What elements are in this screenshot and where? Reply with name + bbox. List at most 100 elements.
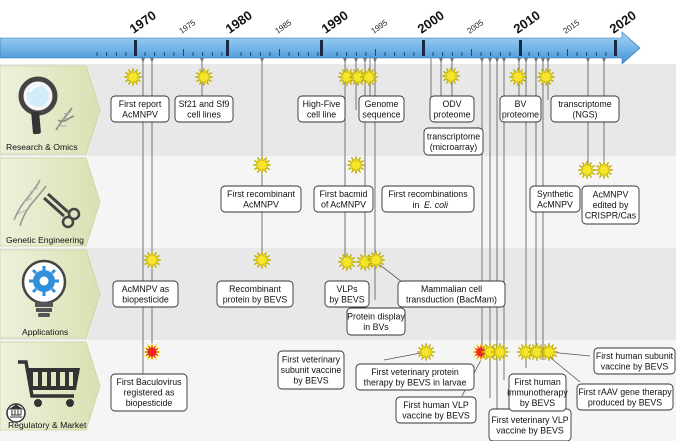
event-label-line: cell line: [307, 109, 336, 119]
year-label-major: 1970: [127, 8, 159, 37]
event-label-line: (NGS): [573, 109, 598, 119]
event-label-line: AcMNPV: [593, 190, 629, 200]
year-label-major: 2010: [511, 8, 543, 37]
event-label-line: biopesticide: [122, 294, 169, 304]
event-box-frame: [381, 185, 475, 213]
year-label-minor: 1975: [177, 18, 197, 36]
event-label-line: E. coli: [424, 200, 449, 210]
event-label-line: by BEVS: [329, 294, 364, 304]
event-box-frame: [581, 185, 640, 225]
event-label-line: First human subunit: [596, 351, 674, 361]
event-label-line: in: [413, 200, 420, 210]
yellow-star-icon: [577, 160, 597, 180]
event-label-line: VLPs: [336, 284, 358, 294]
event-label-line: proteome: [502, 109, 539, 119]
event-label-line: vaccine by BEVS: [402, 410, 470, 420]
lightbulb-gear-icon: [21, 259, 67, 317]
event-label-line: protein by BEVS: [223, 294, 288, 304]
event-box-frame: [110, 373, 188, 412]
year-marker: [150, 58, 154, 63]
event-box-frame: [355, 363, 475, 391]
year-marker: [546, 58, 550, 63]
event-label-line: transduction (BacMam): [406, 294, 497, 304]
event-box-frame: [112, 280, 179, 308]
event-label-line: CRISPR/Cas: [585, 211, 637, 221]
event-label-line: First recombinant: [227, 189, 296, 199]
year-label-major: 2000: [415, 8, 447, 37]
year-marker: [141, 58, 145, 63]
yellow-star-icon: [252, 155, 272, 175]
event-label-line: biopesticide: [126, 398, 173, 408]
event-label-line: AcMNPV: [243, 199, 279, 209]
event-label-line: AcMNPV: [122, 109, 158, 119]
event-box-transcriptome-microarray: transcriptome(microarray): [423, 127, 484, 156]
event-box-transcriptome-ngs: transcriptome(NGS): [550, 95, 620, 123]
year-markers: [141, 58, 606, 63]
yellow-star-icon: [359, 67, 379, 87]
year-marker: [450, 58, 454, 63]
event-box-frame: [110, 95, 170, 123]
event-label-line: cell lines: [187, 109, 221, 119]
yellow-star-icon: [527, 342, 547, 362]
event-connector-line: [545, 353, 581, 383]
event-label-line: of AcMNPV: [321, 199, 366, 209]
event-label-line: Protein display: [347, 311, 405, 321]
event-label-line: First Baculovirus: [116, 377, 182, 387]
yellow-star-icon: [416, 342, 436, 362]
event-box-frame: [593, 347, 676, 375]
year-label-major: 1990: [319, 8, 351, 37]
event-box-frame: [508, 373, 567, 412]
event-label-line: by BEVS: [293, 376, 328, 386]
event-label-line: immunotherapy: [507, 388, 568, 398]
event-box-frame: [346, 307, 406, 336]
year-label-minor: 1985: [273, 18, 293, 36]
event-label-line: transcriptome: [427, 131, 480, 141]
year-marker: [495, 58, 499, 63]
year-marker: [502, 58, 506, 63]
event-label-line: First bacmid: [320, 189, 368, 199]
event-label-line: proteome: [433, 109, 470, 119]
yellow-star-icon: [366, 250, 386, 270]
yellow-star-icon: [142, 250, 162, 270]
event-box-frame: [397, 280, 506, 308]
event-box-frame: [358, 95, 405, 123]
event-label-line: Synthetic: [537, 189, 574, 199]
event-label-line: registered as: [124, 388, 175, 398]
yellow-star-icon: [123, 67, 143, 87]
event-box-frame: [324, 280, 370, 308]
category-label-applications: Applications: [22, 327, 68, 337]
event-label-line: by BEVS: [520, 398, 555, 408]
event-label-line: BV: [515, 99, 527, 109]
yellow-star-icon: [508, 67, 528, 87]
event-label-line: First veterinary protein: [371, 367, 459, 377]
event-label-line: First report: [119, 99, 162, 109]
event-label-line: First human VLP: [403, 400, 469, 410]
event-box-frame: [277, 350, 345, 390]
category-panel-regulatory: Regulatory & Market: [0, 341, 101, 431]
yellow-star-icon: [490, 342, 510, 362]
category-panel-research: Research & Omics: [0, 65, 101, 155]
event-label-line: First veterinary: [282, 355, 341, 365]
event-box-frame: [529, 185, 581, 213]
yellow-star-icon: [594, 160, 614, 180]
year-marker: [602, 58, 606, 63]
event-label-line: produced by BEVS: [588, 397, 662, 407]
event-box-frame: [576, 383, 674, 411]
